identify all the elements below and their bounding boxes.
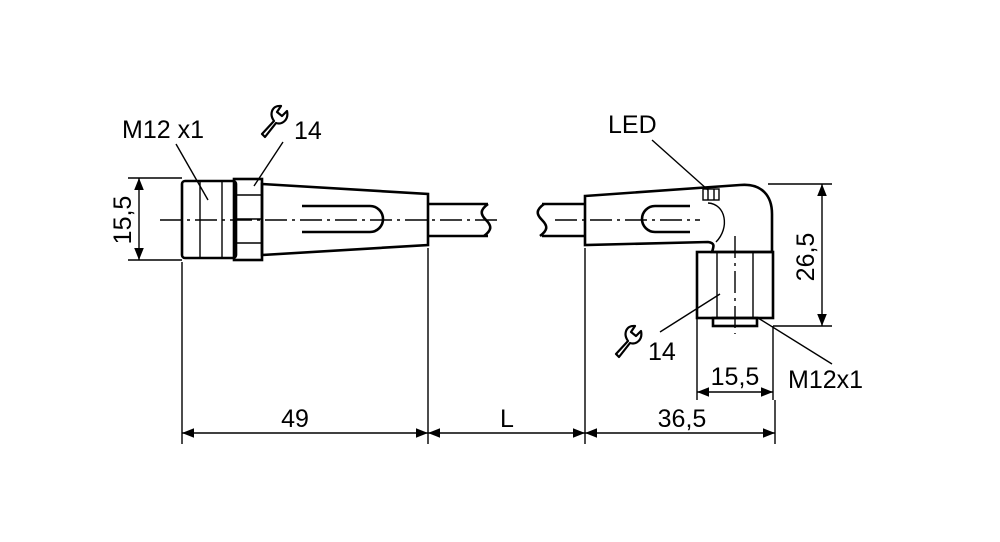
right-wrench-size: 14 bbox=[648, 338, 676, 366]
left-connector bbox=[160, 177, 500, 262]
left-height-label: 15,5 bbox=[109, 196, 137, 245]
left-wrench-size: 14 bbox=[294, 117, 322, 145]
right-connector bbox=[536, 183, 775, 334]
left-height-dimension: 15,5 bbox=[109, 177, 182, 261]
length-dimensions: 49 L 36,5 bbox=[181, 248, 776, 444]
right-thread-leader bbox=[757, 317, 833, 365]
nut-width-label: 15,5 bbox=[711, 363, 760, 391]
right-thread-label: M12x1 bbox=[788, 366, 863, 394]
left-wrench-icon bbox=[260, 104, 289, 139]
left-thread-label: M12 x1 bbox=[122, 116, 204, 144]
cable-length-label: L bbox=[500, 405, 514, 433]
right-wrench-leader bbox=[659, 293, 721, 333]
right-height-label: 26,5 bbox=[792, 233, 820, 282]
right-length-label: 36,5 bbox=[658, 405, 707, 433]
right-height-dimension: 26,5 bbox=[768, 183, 832, 327]
led-label: LED bbox=[608, 111, 657, 139]
nut-width-dimension: 15,5 bbox=[696, 318, 774, 400]
left-length-label: 49 bbox=[281, 405, 309, 433]
right-wrench-icon bbox=[614, 324, 643, 359]
led-leader bbox=[651, 139, 709, 191]
left-leaders bbox=[175, 141, 284, 201]
